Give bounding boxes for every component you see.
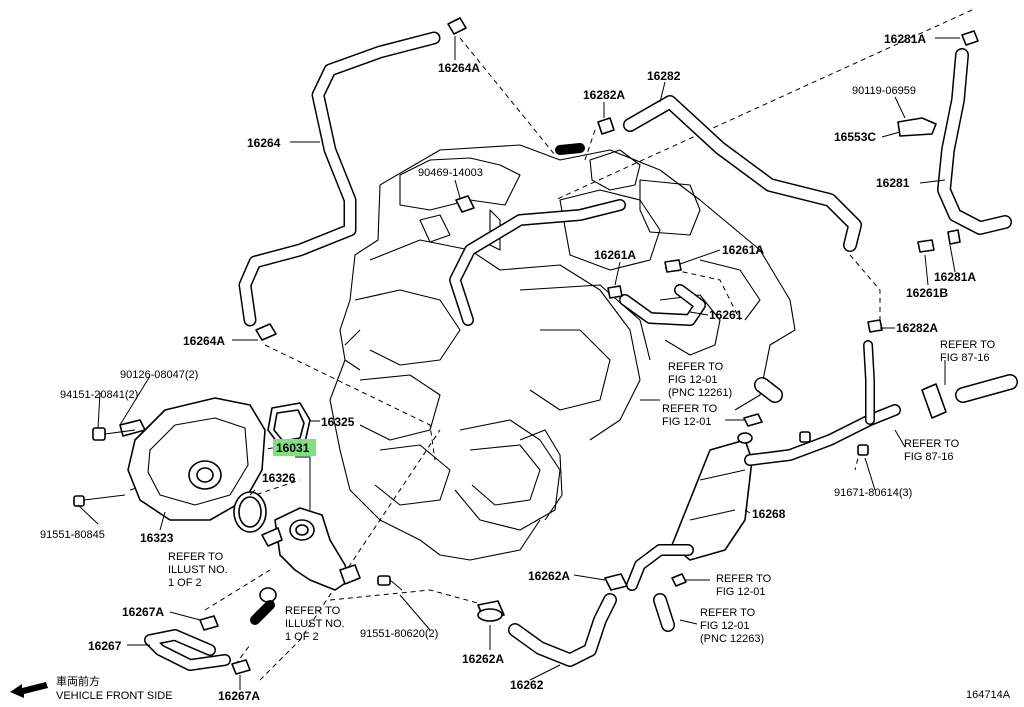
label-90126-08047: 90126-08047(2) xyxy=(120,369,198,381)
hose-16267 xyxy=(144,600,275,675)
label-16031-highlight xyxy=(273,439,316,456)
label-16261A-left: 16261A xyxy=(594,248,636,262)
water-pump-16323 xyxy=(73,397,266,521)
hose-16282 xyxy=(597,95,883,333)
label-16261: 16261 xyxy=(709,308,743,322)
label-16268: 16268 xyxy=(752,507,786,521)
gaskets xyxy=(233,402,311,533)
label-16031: 16031 xyxy=(276,441,310,455)
label-16281A-bottom: 16281A xyxy=(934,270,976,284)
label-16326: 16326 xyxy=(262,471,296,485)
label-leaders xyxy=(77,36,960,690)
diagram-id: 164714A xyxy=(966,689,1011,701)
hose-16262 xyxy=(477,573,628,667)
label-16261A-right: 16261A xyxy=(722,243,764,257)
label-16553C: 16553C xyxy=(834,130,876,144)
label-16262: 16262 xyxy=(510,678,544,692)
label-16262A-bottom: 16262A xyxy=(462,652,504,666)
thermostat-housing-16031 xyxy=(259,507,403,603)
front-label-jp: 車両前方 xyxy=(56,674,100,688)
label-16264A-bottom: 16264A xyxy=(183,334,225,348)
label-16267: 16267 xyxy=(88,639,122,653)
bypass-pipe-16268 xyxy=(626,340,901,591)
refer-illust-a: REFER TO ILLUST NO. 1 OF 2 xyxy=(168,551,231,589)
refer-fig12-01-d: REFER TO FIG 12-01 (PNC 12263) xyxy=(700,607,764,645)
label-16281: 16281 xyxy=(876,176,910,190)
refer-fig87-16-a: REFER TO FIG 87-16 xyxy=(940,339,998,364)
label-90119-06959: 90119-06959 xyxy=(852,85,916,97)
label-16325: 16325 xyxy=(321,415,355,429)
label-16323: 16323 xyxy=(140,531,174,545)
front-arrow-icon xyxy=(10,682,48,698)
front-label-en: VEHICLE FRONT SIDE xyxy=(56,690,173,702)
label-16264: 16264 xyxy=(247,136,281,150)
label-16281A-top: 16281A xyxy=(884,32,926,46)
label-16267A-top: 16267A xyxy=(122,605,164,619)
refer-illust-b: REFER TO ILLUST NO. 1 OF 2 xyxy=(285,605,348,643)
label-16264A-top: 16264A xyxy=(438,61,480,75)
hose-16281 xyxy=(897,30,1012,253)
refer-labels: REFER TO FIG 12-01 (PNC 12261) REFER TO … xyxy=(168,339,998,645)
label-91551-80620: 91551-80620(2) xyxy=(360,628,438,640)
label-90469-14003: 90469-14003 xyxy=(418,167,483,179)
refer-fig12-01-a: REFER TO FIG 12-01 (PNC 12261) xyxy=(668,361,732,399)
upper-hose xyxy=(449,143,626,326)
label-16282: 16282 xyxy=(647,69,681,83)
label-91551-80845: 91551-80845 xyxy=(40,529,105,541)
hose-16261 xyxy=(455,195,706,326)
refer-fig12-01-c: REFER TO FIG 12-01 xyxy=(716,573,774,598)
refer-fig87-16-b: REFER TO FIG 87-16 xyxy=(904,438,962,463)
label-16261B: 16261B xyxy=(906,286,948,300)
label-16282A-top: 16282A xyxy=(583,88,625,102)
engine-block xyxy=(329,144,796,561)
refer-fig12-01-b: REFER TO FIG 12-01 xyxy=(662,403,720,428)
label-94151-20841: 94151-20841(2) xyxy=(60,389,138,401)
stub-hoses xyxy=(653,374,1018,632)
label-16282A-mid: 16282A xyxy=(896,321,938,335)
label-16267A-bottom: 16267A xyxy=(218,689,260,703)
label-91671-80614: 91671-80614(3) xyxy=(834,487,912,499)
label-16262A-left: 16262A xyxy=(528,569,570,583)
vehicle-front-indicator: 車両前方 VEHICLE FRONT SIDE xyxy=(10,674,173,702)
part-labels: 16264A 16264 16264A 16282 16282A 16282A … xyxy=(40,32,1011,703)
hose-16264 xyxy=(238,17,467,341)
